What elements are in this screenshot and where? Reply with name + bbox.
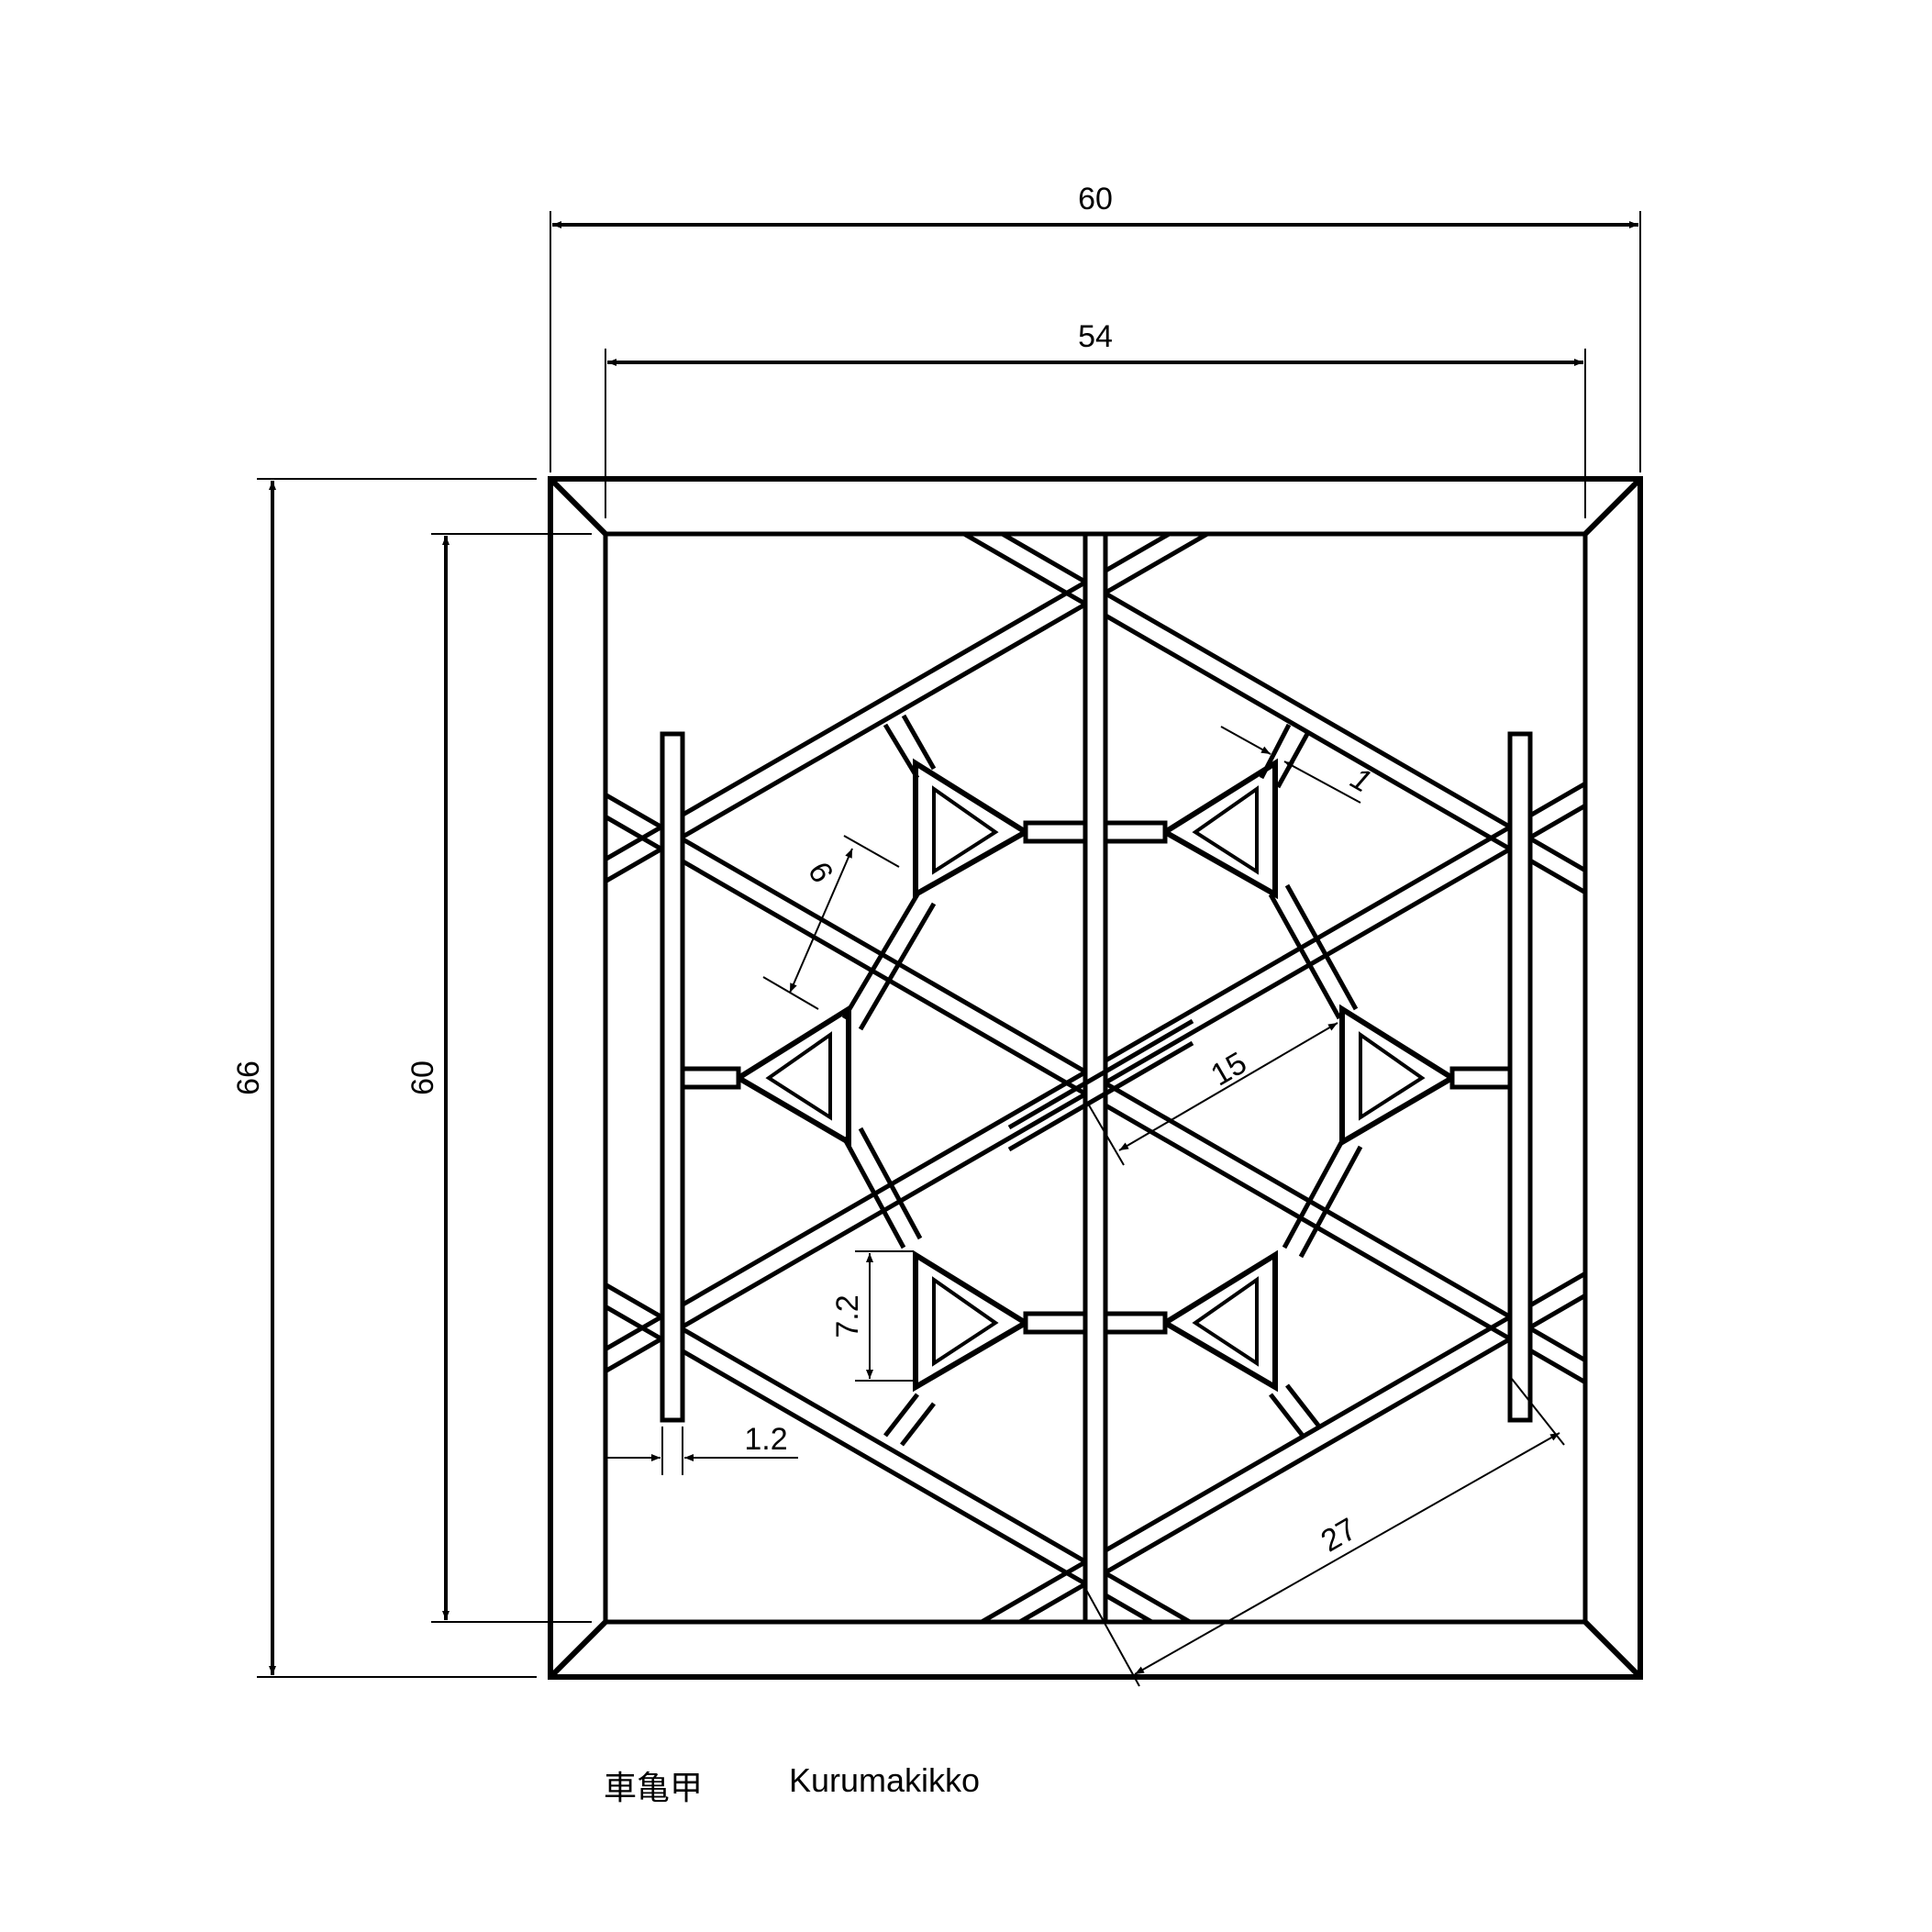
dimension-labels: 60 54 66 60 1 1.2 9 15 7.2 27 — [231, 182, 1377, 1559]
triangle-upper-left — [913, 758, 1088, 900]
label-bar-width: 1 — [1345, 761, 1377, 799]
lattice — [605, 534, 1585, 1622]
right-vertical-bar — [1507, 731, 1533, 1423]
outer-frame — [548, 476, 1643, 1680]
triangle-lower-left — [913, 1249, 1088, 1393]
left-vertical-bar — [660, 731, 685, 1423]
title-japanese: 車亀甲 — [604, 1770, 704, 1807]
dim-band-spacing — [1085, 1378, 1565, 1687]
dim-hex-apothem — [1087, 1022, 1338, 1166]
label-ring-segment: 9 — [802, 856, 840, 888]
ring-segments — [841, 714, 1363, 1447]
dim-bar-width — [1220, 726, 1361, 804]
label-side-bar-width: 1.2 — [744, 1422, 787, 1457]
label-band-spacing: 27 — [1316, 1512, 1363, 1560]
label-inner-width: 54 — [1078, 319, 1113, 354]
triangle-right — [1339, 1004, 1513, 1148]
dimensions: 60 54 66 60 1 1.2 9 15 7.2 27 — [231, 182, 1641, 1687]
label-triangle-height: 7.2 — [830, 1294, 865, 1338]
label-inner-height: 60 — [405, 1060, 440, 1095]
dim-ring-segment — [762, 835, 900, 1010]
triangle-upper-right — [1103, 758, 1278, 900]
dim-triangle-height — [855, 1250, 913, 1382]
label-outer-height: 66 — [231, 1060, 266, 1095]
label-outer-width: 60 — [1078, 182, 1113, 217]
small-triangles — [680, 758, 1513, 1393]
dim-side-bar-width — [607, 1427, 798, 1475]
extension-lines — [257, 211, 1641, 1678]
title-romaji: Kurumakikko — [789, 1761, 981, 1799]
label-hex-apothem: 15 — [1205, 1046, 1253, 1094]
frame-miters — [548, 476, 1643, 1680]
triangle-left — [680, 1004, 851, 1148]
triangle-lower-right — [1103, 1249, 1278, 1393]
